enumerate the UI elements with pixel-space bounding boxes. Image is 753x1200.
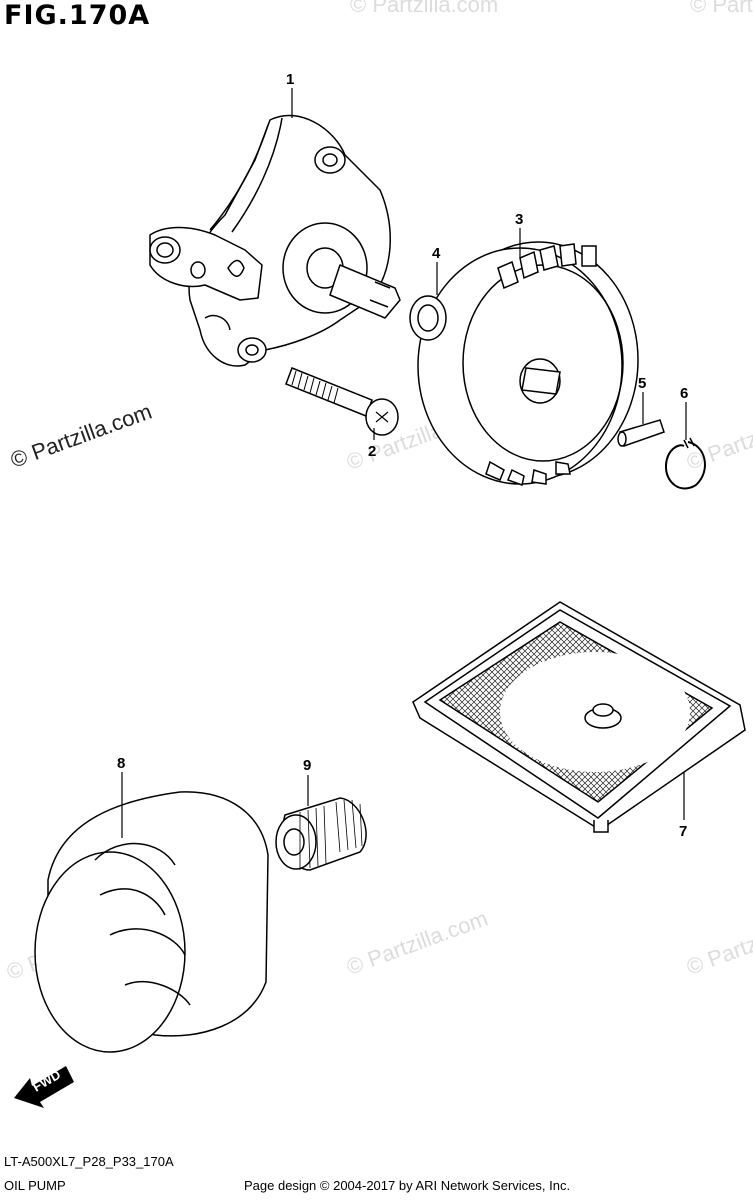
callout-leaders: [121, 88, 687, 838]
part-4-washer[interactable]: [409, 295, 447, 341]
part-8-oil-filter[interactable]: [34, 791, 269, 1053]
figure-title: FIG.170A: [4, 0, 151, 31]
callout-1: 1: [286, 71, 294, 88]
part-6-circlip[interactable]: [664, 437, 706, 490]
model-code: LT-A500XL7_P28_P33_170A: [4, 1154, 174, 1169]
partzilla-watermark: © Partzilla.com: [7, 399, 155, 473]
page-design-credit: Page design © 2004-2017 by ARI Network S…: [244, 1178, 571, 1193]
watermark-text: © Partzilla.com: [350, 0, 498, 17]
callout-2: 2: [368, 443, 376, 460]
fwd-arrow-icon: FWD: [14, 1066, 74, 1108]
callout-9: 9: [303, 757, 311, 774]
part-2-bolt[interactable]: [285, 367, 399, 436]
watermark-text: © Partzilla.com: [683, 906, 753, 980]
callout-3: 3: [515, 211, 523, 228]
section-name: OIL PUMP: [4, 1178, 66, 1193]
watermark-text: © Partzilla.com: [683, 401, 753, 475]
watermark-text: © Partzilla.com: [690, 0, 753, 17]
callout-8: 8: [117, 755, 125, 772]
callout-5: 5: [638, 375, 646, 392]
callout-4: 4: [432, 245, 441, 262]
part-7-oil-strainer[interactable]: [412, 601, 746, 833]
part-3-gear[interactable]: [417, 241, 639, 486]
callout-7: 7: [679, 823, 687, 840]
watermark-text: © Partzilla.com: [343, 906, 491, 980]
part-9-union-bolt[interactable]: [275, 797, 367, 871]
part-5-pin[interactable]: [617, 419, 665, 447]
part-1-oil-pump-assembly[interactable]: [149, 114, 401, 367]
callout-6: 6: [680, 385, 688, 402]
